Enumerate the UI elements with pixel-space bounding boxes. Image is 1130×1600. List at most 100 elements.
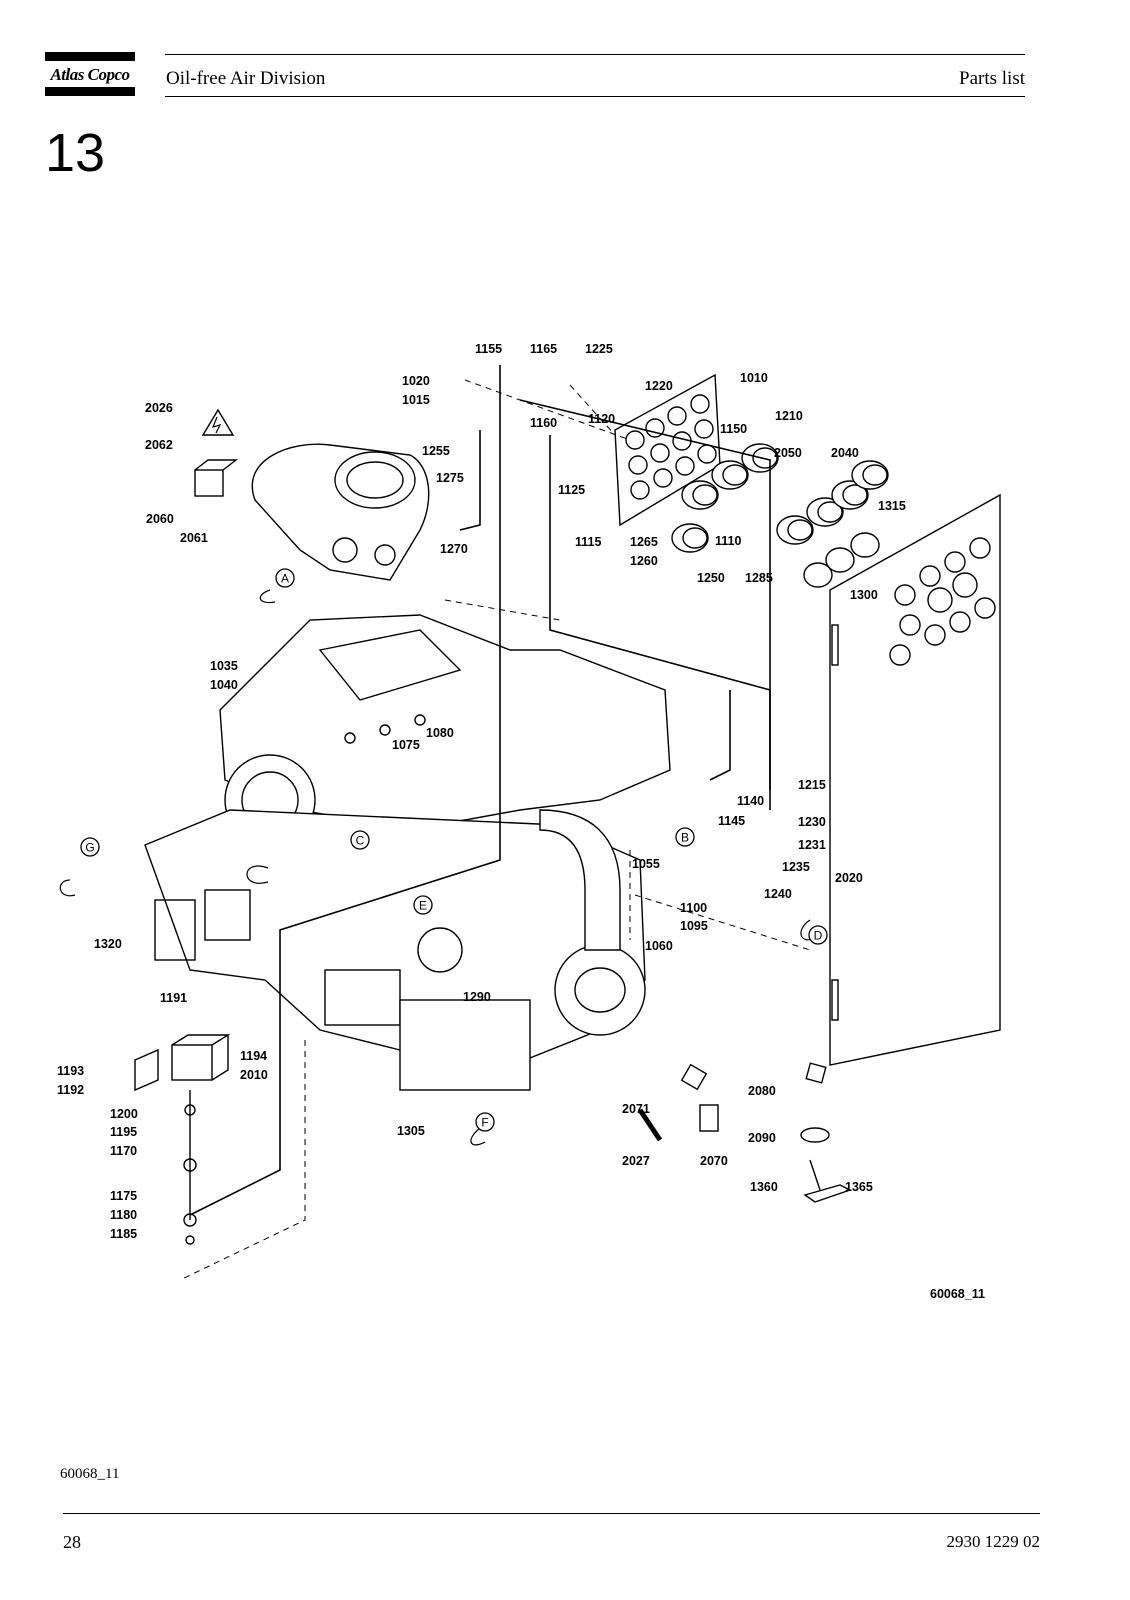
- part-number-label: 2080: [748, 1084, 776, 1098]
- part-number-label: 1365: [845, 1180, 873, 1194]
- dashed-leaders: [179, 379, 811, 1281]
- part-number-label: 1290: [463, 990, 491, 1004]
- cabinet-panel: [829, 493, 1001, 1066]
- header-rule-top: [165, 54, 1025, 55]
- gasket: [134, 1048, 159, 1092]
- part-number-label: 1270: [440, 542, 468, 556]
- callout-letter: A: [281, 572, 289, 586]
- part-number-label: 1175: [110, 1189, 137, 1203]
- callout-circle: [808, 925, 828, 945]
- part-number-label: 1260: [630, 554, 658, 568]
- callout-circle: [275, 568, 295, 588]
- callout-letter: E: [419, 899, 427, 913]
- part-number-label: 1265: [630, 535, 658, 549]
- part-number-label: 1275: [436, 471, 464, 485]
- compressor-element-lower: [144, 809, 646, 1091]
- part-number-label: 1080: [426, 726, 454, 740]
- solenoid-assembly-bottom: [134, 1034, 231, 1245]
- callout-layer: A B C D E F G: [80, 568, 828, 1132]
- loose-parts: [59, 589, 852, 1203]
- part-number-label: 1360: [750, 1180, 778, 1194]
- part-number-label: 1055: [632, 857, 660, 871]
- part-number-label: 1194: [240, 1049, 267, 1063]
- callout-letter: C: [356, 834, 365, 848]
- panel-holes: [889, 537, 996, 666]
- part-number-label: 1192: [57, 1083, 84, 1097]
- part-number-label: 1140: [737, 794, 764, 808]
- division-title: Oil-free Air Division: [166, 68, 326, 89]
- callout-circle: [675, 827, 695, 847]
- part-number-label: 2062: [145, 438, 173, 452]
- part-number-label: 1095: [680, 919, 708, 933]
- part-number-label: 1145: [718, 814, 745, 828]
- callout-circle: [475, 1112, 495, 1132]
- connection-callout: E: [413, 895, 433, 915]
- part-number-label: 1195: [110, 1125, 137, 1139]
- connection-callout: D: [808, 925, 828, 945]
- part-number-label: 1231: [798, 838, 826, 852]
- callout-circle: [350, 830, 370, 850]
- part-number-label: 1125: [558, 483, 585, 497]
- part-number-label: 2010: [240, 1068, 268, 1082]
- callout-letter: D: [814, 929, 823, 943]
- warning-triangle: [201, 408, 235, 436]
- part-number-label: 1230: [798, 815, 826, 829]
- pipe-routing: [189, 365, 771, 1216]
- panel-slot: [831, 979, 839, 1021]
- part-number-label: 1305: [397, 1124, 425, 1138]
- part-number-label: 1060: [645, 939, 673, 953]
- connection-callout: G: [80, 837, 100, 857]
- part-number-label: 1320: [94, 937, 122, 951]
- part-number-label: 1250: [697, 571, 725, 585]
- part-number-label: 1200: [110, 1107, 138, 1121]
- document-type: Parts list: [959, 68, 1025, 89]
- connection-callout: C: [350, 830, 370, 850]
- part-number-label: 1185: [110, 1227, 137, 1241]
- part-number-label: 1220: [645, 379, 673, 393]
- part-number-label: 1285: [745, 571, 773, 585]
- part-number-label: 2020: [835, 871, 863, 885]
- figure-reference: 60068_11: [60, 1466, 120, 1482]
- part-number-label: 1300: [850, 588, 878, 602]
- part-number-label: 1035: [210, 659, 238, 673]
- callout-letter: G: [85, 841, 94, 855]
- part-number-label: 1020: [402, 374, 430, 388]
- document-number: 2930 1229 02: [946, 1532, 1041, 1551]
- part-number-label: 1150: [720, 422, 747, 436]
- logo-text: Atlas Copco: [50, 65, 130, 84]
- connection-callout: A: [275, 568, 295, 588]
- part-number-label: 2061: [180, 531, 208, 545]
- part-number-label: 1225: [585, 342, 613, 356]
- callout-circle: [80, 837, 100, 857]
- part-number-label: 1015: [402, 393, 430, 407]
- diagram-drawing: [59, 365, 1001, 1281]
- part-number-label: 1191: [160, 991, 187, 1005]
- solenoid-assembly-top: [194, 408, 239, 497]
- header-rule-bottom: [165, 96, 1025, 97]
- callout-circle: [413, 895, 433, 915]
- part-number-label: 2090: [748, 1131, 776, 1145]
- panel-slot: [831, 624, 839, 666]
- part-number-label: 2027: [622, 1154, 650, 1168]
- part-number-label: 1255: [422, 444, 450, 458]
- connection-callout: B: [675, 827, 695, 847]
- connection-callout: F: [475, 1112, 495, 1132]
- part-number-label: 1193: [57, 1064, 84, 1078]
- logo-bar-top: [45, 52, 135, 61]
- part-number-label: 2026: [145, 401, 173, 415]
- part-number-label: 2050: [774, 446, 802, 460]
- part-number-label: 1110: [715, 534, 741, 548]
- part-number-label: 1165: [530, 342, 557, 356]
- callout-letter: F: [481, 1116, 488, 1130]
- part-number-label: 1115: [575, 535, 601, 549]
- part-number-label: 1170: [110, 1144, 137, 1158]
- gauge-plate-holes: [625, 394, 717, 500]
- part-number-label: 1315: [878, 499, 906, 513]
- callout-letter: B: [681, 831, 689, 845]
- part-number-label: 1075: [392, 738, 420, 752]
- part-number-label: 2040: [831, 446, 859, 460]
- part-number-label: 1100: [680, 901, 707, 915]
- part-number-label: 1235: [782, 860, 810, 874]
- part-number-label: 1180: [110, 1208, 137, 1222]
